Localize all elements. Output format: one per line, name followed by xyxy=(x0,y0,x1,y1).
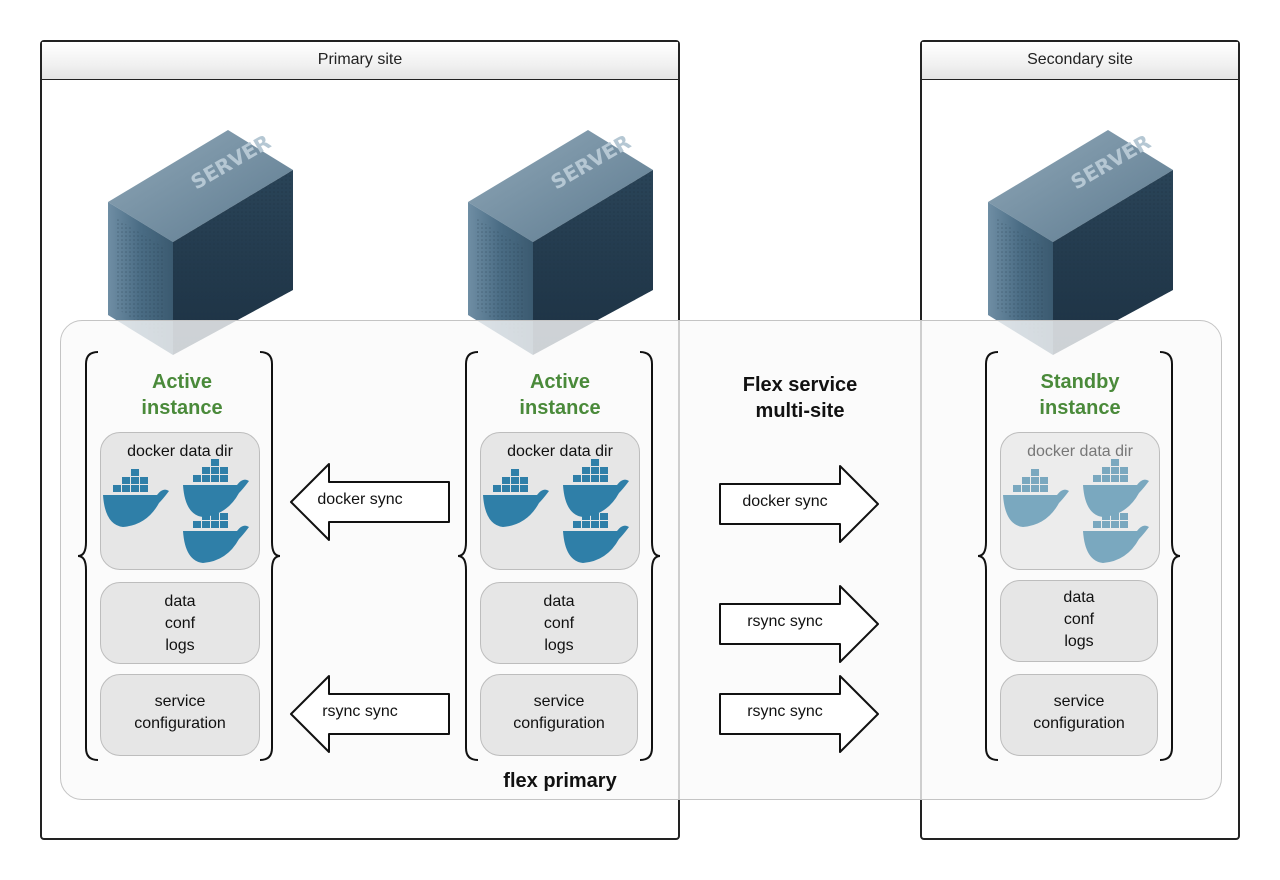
docker-whale-icon xyxy=(563,505,629,563)
instance-3-service-panel: service configuration xyxy=(1000,674,1158,756)
instance-3-docker-label: docker data dir xyxy=(1027,443,1133,460)
instance-3-data-line3: logs xyxy=(1064,633,1094,650)
instance-1-docker-label: docker data dir xyxy=(127,443,233,460)
instance-2-title-line1: Active xyxy=(529,371,591,393)
instance-2-service-line2: configuration xyxy=(513,715,605,732)
instance-2-data-panel: data conf logs xyxy=(480,582,638,664)
docker-whale-icon xyxy=(1003,469,1069,527)
instance-3-title: Standby instance xyxy=(1000,369,1160,421)
instance-1-service-line1: service xyxy=(154,693,206,710)
instance-3-data-line2: conf xyxy=(1063,611,1095,628)
instance-2-docker-panel: docker data dir xyxy=(480,432,640,570)
docker-whale-icon xyxy=(563,459,629,517)
docker-whale-icon xyxy=(183,505,249,563)
rsync-sync-right-label-2: rsync sync xyxy=(747,703,823,720)
rsync-sync-left-label: rsync sync xyxy=(322,703,398,720)
primary-site-header: Primary site xyxy=(42,42,678,80)
server-image-2: SERVER xyxy=(468,130,653,355)
instance-3-service-line2: configuration xyxy=(1033,715,1125,732)
docker-sync-left-label: docker sync xyxy=(317,491,403,508)
instance-2-service-panel: service configuration xyxy=(480,674,638,756)
flex-service-title: Flex service multi-site xyxy=(700,372,900,424)
instance-3-data-line1: data xyxy=(1063,589,1095,606)
docker-sync-left-arrow xyxy=(290,463,450,541)
instance-2-docker-icons xyxy=(483,459,629,563)
instance-1-title: Active instance xyxy=(100,369,264,421)
instance-2-service-line1: service xyxy=(533,693,585,710)
instance-3-right-brace xyxy=(1159,351,1181,761)
instance-1-data-line1: data xyxy=(164,593,196,610)
server-image-3: SERVER xyxy=(988,130,1173,355)
flex-primary-label: flex primary xyxy=(503,770,617,792)
instance-1-data-panel: data conf logs xyxy=(100,582,260,664)
rsync-sync-right-arrow-2 xyxy=(719,675,879,753)
secondary-site-title: Secondary site xyxy=(1027,51,1133,68)
docker-whale-icon xyxy=(183,459,249,517)
instance-3-title-line2: instance xyxy=(1039,397,1121,419)
instance-2-left-brace xyxy=(457,351,479,761)
instance-1-right-brace xyxy=(259,351,281,761)
instance-3-data-panel: data conf logs xyxy=(1000,580,1158,662)
instance-1-left-brace xyxy=(77,351,99,761)
rsync-sync-right-label-1: rsync sync xyxy=(747,613,823,630)
rsync-sync-left-arrow xyxy=(290,675,450,753)
docker-sync-right-label: docker sync xyxy=(742,493,828,510)
instance-3-title-line1: Standby xyxy=(1040,371,1120,393)
rsync-sync-right-arrow-1 xyxy=(719,585,879,663)
server-image-1: SERVER xyxy=(108,130,293,355)
instance-2-title-line2: instance xyxy=(519,397,601,419)
instance-1-docker-panel: docker data dir xyxy=(100,432,260,570)
instance-1-title-line2: instance xyxy=(141,397,223,419)
instance-2-data-line3: logs xyxy=(544,637,574,654)
flex-service-title-line2: multi-site xyxy=(755,400,845,422)
secondary-site-header: Secondary site xyxy=(922,42,1238,80)
primary-site-title: Primary site xyxy=(317,51,403,68)
instance-1-service-panel: service configuration xyxy=(100,674,260,756)
docker-whale-icon xyxy=(103,469,169,527)
instance-2-data-line1: data xyxy=(543,593,575,610)
instance-1-service-line2: configuration xyxy=(134,715,226,732)
instance-1-title-line1: Active xyxy=(151,371,213,393)
instance-3-service-line1: service xyxy=(1053,693,1105,710)
docker-whale-icon xyxy=(1083,459,1149,517)
instance-2-data-line2: conf xyxy=(543,615,575,632)
instance-3-docker-icons xyxy=(1003,459,1149,563)
instance-1-data-line3: logs xyxy=(165,637,195,654)
instance-2-title: Active instance xyxy=(480,369,640,421)
docker-whale-icon xyxy=(483,469,549,527)
instance-1-docker-icons xyxy=(103,459,249,563)
docker-sync-right-arrow xyxy=(719,465,879,543)
instance-2-docker-label: docker data dir xyxy=(507,443,613,460)
instance-3-docker-panel: docker data dir xyxy=(1000,432,1160,570)
flex-service-title-line1: Flex service xyxy=(742,374,858,396)
instance-3-left-brace xyxy=(977,351,999,761)
docker-whale-icon xyxy=(1083,505,1149,563)
instance-2-right-brace xyxy=(639,351,661,761)
instance-1-data-line2: conf xyxy=(164,615,196,632)
